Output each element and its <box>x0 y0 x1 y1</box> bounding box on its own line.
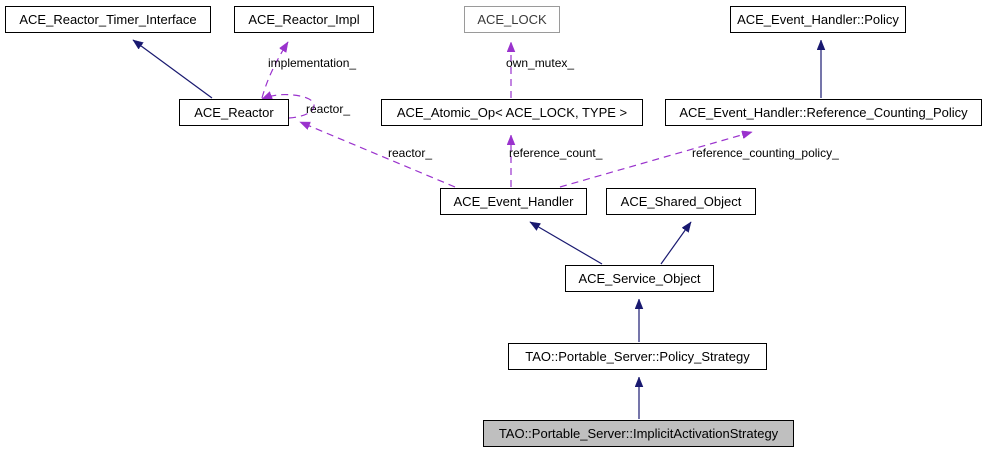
node-label: ACE_LOCK <box>477 12 547 27</box>
node-ace-atomic-op[interactable]: ACE_Atomic_Op< ACE_LOCK, TYPE > <box>381 99 643 126</box>
node-label: ACE_Atomic_Op< ACE_LOCK, TYPE > <box>396 105 628 120</box>
node-tao-portable-server-implicitactivationstrategy[interactable]: TAO::Portable_Server::ImplicitActivation… <box>483 420 794 447</box>
node-label: TAO::Portable_Server::Policy_Strategy <box>525 349 750 364</box>
node-ace-service-object[interactable]: ACE_Service_Object <box>565 265 714 292</box>
inheritance-edges <box>133 40 821 419</box>
edge-reactor-to-timer-interface <box>133 39 213 99</box>
node-label: ACE_Shared_Object <box>620 194 742 209</box>
node-ace-reactor-impl[interactable]: ACE_Reactor_Impl <box>234 6 374 33</box>
node-ace-event-handler[interactable]: ACE_Event_Handler <box>440 188 587 215</box>
edge-label-reactor-self: reactor_ <box>306 102 351 116</box>
association-edges <box>261 42 752 188</box>
node-label: ACE_Event_Handler::Policy <box>737 12 899 27</box>
edge-label-implementation: implementation_ <box>268 56 357 70</box>
node-label: ACE_Event_Handler <box>453 194 574 209</box>
node-tao-portable-server-policy-strategy[interactable]: TAO::Portable_Server::Policy_Strategy <box>508 343 767 370</box>
node-ace-shared-object[interactable]: ACE_Shared_Object <box>606 188 756 215</box>
edge-label-reference-count: reference_count_ <box>509 146 603 160</box>
node-label: ACE_Reactor_Timer_Interface <box>19 12 197 27</box>
edge-label-own-mutex: own_mutex_ <box>506 56 575 70</box>
node-label: TAO::Portable_Server::ImplicitActivation… <box>498 426 779 441</box>
edge-eventhandler-reactor <box>300 121 456 188</box>
node-ace-event-handler-reference-counting-policy[interactable]: ACE_Event_Handler::Reference_Counting_Po… <box>665 99 982 126</box>
node-ace-lock[interactable]: ACE_LOCK <box>464 6 560 33</box>
edge-serviceobject-to-eventhandler <box>530 221 603 265</box>
node-ace-event-handler-policy[interactable]: ACE_Event_Handler::Policy <box>730 6 906 33</box>
node-label: ACE_Reactor <box>194 105 274 120</box>
node-ace-reactor[interactable]: ACE_Reactor <box>179 99 289 126</box>
node-label: ACE_Service_Object <box>578 271 701 286</box>
edge-reactor-implementation <box>261 42 289 99</box>
node-label: ACE_Event_Handler::Reference_Counting_Po… <box>679 105 968 120</box>
edge-serviceobject-to-sharedobject <box>660 222 692 265</box>
edge-label-reactor: reactor_ <box>388 146 433 160</box>
edge-label-reference-counting-policy: reference_counting_policy_ <box>692 146 839 160</box>
node-label: ACE_Reactor_Impl <box>248 12 360 27</box>
node-ace-reactor-timer-interface[interactable]: ACE_Reactor_Timer_Interface <box>5 6 211 33</box>
edge-eventhandler-refcountingpolicy <box>559 132 752 188</box>
edge-reactor-self-loop <box>262 95 315 119</box>
